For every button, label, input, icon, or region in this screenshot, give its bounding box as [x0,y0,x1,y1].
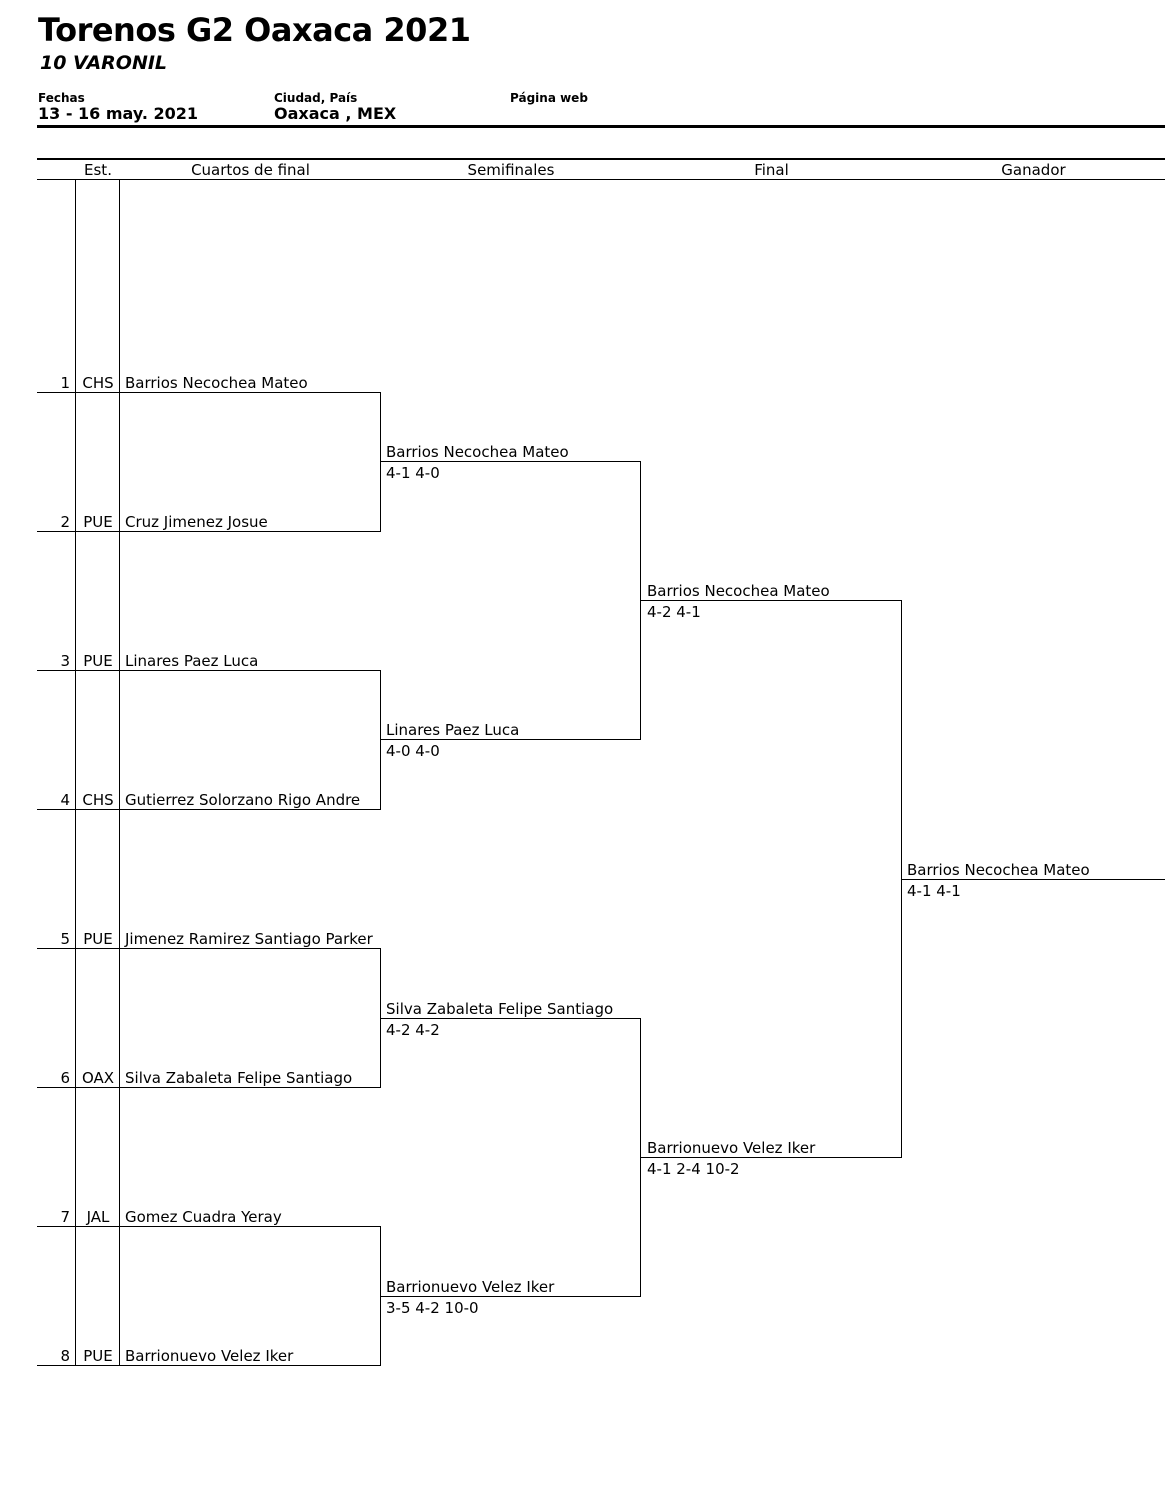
match-score: 4-1 2-4 10-2 [647,1160,740,1178]
city-value: Oaxaca , MEX [274,104,397,123]
state-code: PUE [83,652,113,670]
dates-value: 13 - 16 may. 2021 [38,104,198,123]
bracket-line [381,1018,641,1019]
header-divider [37,125,1165,128]
bracket-connector [640,461,641,740]
match-score: 4-0 4-0 [386,742,440,760]
player-name: Gutierrez Solorzano Rigo Andre [125,791,361,809]
state-code: PUE [83,930,113,948]
seed-number: 2 [60,513,70,531]
draw-line [37,531,381,532]
column-header-est: Est. [84,161,112,179]
draw-line [37,948,381,949]
bracket-connector [640,1018,641,1297]
page-title: Torenos G2 Oaxaca 2021 [38,11,471,49]
web-label: Página web [510,91,588,105]
seed-number: 8 [60,1347,70,1365]
draw-line [37,670,381,671]
player-name: Silva Zabaleta Felipe Santiago [386,1000,614,1018]
draw-line [37,1087,381,1088]
bracket-line [641,600,902,601]
seed-number: 4 [60,791,70,809]
state-code: CHS [82,791,114,809]
seed-number: 1 [60,374,70,392]
seed-number: 6 [60,1069,70,1087]
match-score: 4-1 4-0 [386,464,440,482]
bracket-line [381,461,641,462]
seed-column-separator [75,179,76,1366]
state-code: JAL [86,1208,110,1226]
draw-line [37,1365,381,1366]
draw-line [37,392,381,393]
state-code: PUE [83,1347,113,1365]
column-header-bottom-rule [37,179,1165,180]
state-code: OAX [81,1069,115,1087]
city-label: Ciudad, País [274,91,358,105]
draw-line [37,1226,381,1227]
column-header-final: Final [754,161,789,179]
player-name: Barrionuevo Velez Iker [386,1278,555,1296]
winner-name: Barrios Necochea Mateo [907,861,1090,879]
bracket-connector [380,670,381,810]
player-name: Barrionuevo Velez Iker [125,1347,294,1365]
state-code: PUE [83,513,113,531]
player-name: Silva Zabaleta Felipe Santiago [125,1069,353,1087]
bracket-connector [901,600,902,1158]
bracket-line [381,1296,641,1297]
bracket-connector [380,1226,381,1366]
match-score: 4-2 4-1 [647,603,701,621]
player-name: Barrios Necochea Mateo [647,582,830,600]
player-name: Jimenez Ramirez Santiago Parker [125,930,373,948]
seed-number: 3 [60,652,70,670]
draw-line [37,809,381,810]
player-name: Barrionuevo Velez Iker [647,1139,816,1157]
column-header-winner: Ganador [1001,161,1066,179]
seed-number: 5 [60,930,70,948]
column-header-top-rule [37,158,1165,160]
player-name: Barrios Necochea Mateo [125,374,308,392]
dates-label: Fechas [38,91,85,105]
state-column-separator [119,179,120,1366]
event-subtitle: 10 VARONIL [40,52,168,74]
bracket-line [641,1157,902,1158]
player-name: Barrios Necochea Mateo [386,443,569,461]
bracket-line [381,739,641,740]
player-name: Linares Paez Luca [386,721,520,739]
seed-number: 7 [60,1208,70,1226]
state-code: CHS [82,374,114,392]
player-name: Cruz Jimenez Josue [125,513,268,531]
bracket-line [902,879,1165,880]
bracket-connector [380,392,381,532]
column-header-quarterfinals: Cuartos de final [191,161,310,179]
match-score: 4-1 4-1 [907,882,961,900]
bracket-connector [380,948,381,1088]
column-header-semifinals: Semifinales [467,161,555,179]
player-name: Gomez Cuadra Yeray [125,1208,282,1226]
match-score: 4-2 4-2 [386,1021,440,1039]
player-name: Linares Paez Luca [125,652,259,670]
match-score: 3-5 4-2 10-0 [386,1299,479,1317]
